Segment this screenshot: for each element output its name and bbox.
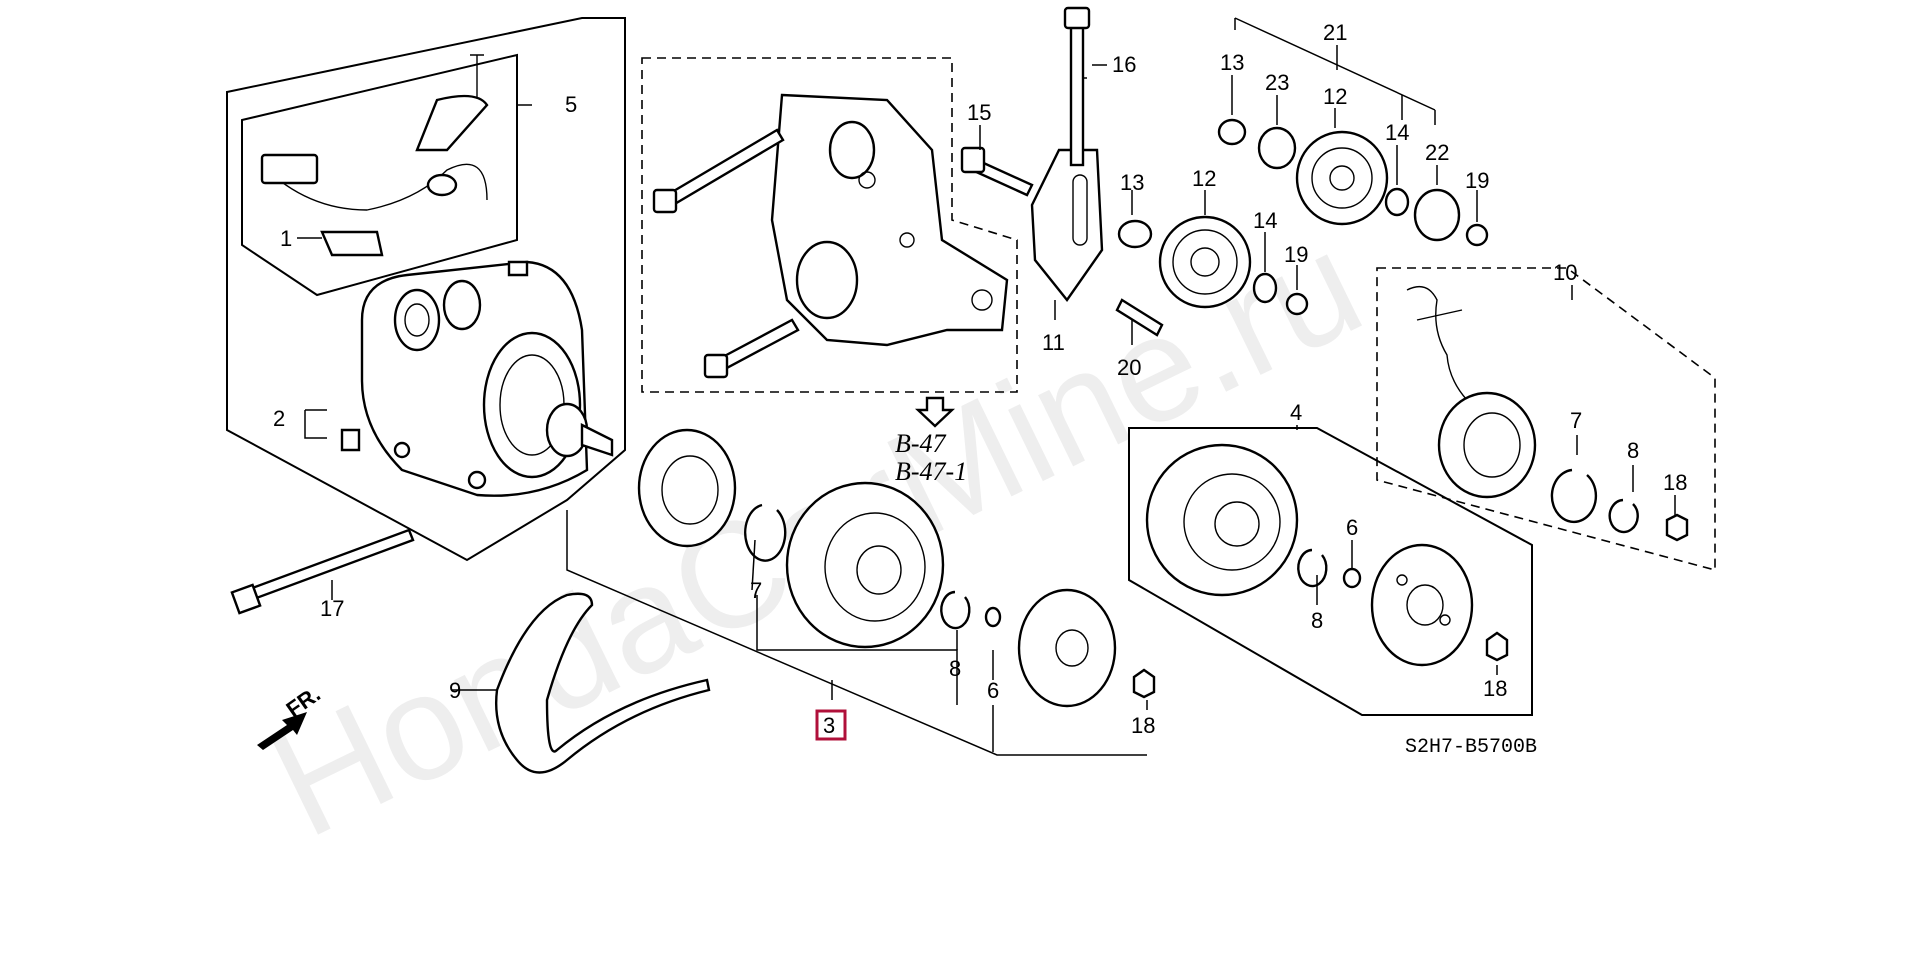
bushing-13-upper [1217,118,1247,146]
callout-6-bottom: 6 [987,678,999,703]
callout-17: 17 [320,596,344,621]
cap-23 [1257,126,1297,170]
field-coil-3 [637,428,737,548]
armature-plate-4 [1370,543,1474,667]
callout-11: 11 [1042,330,1065,355]
callout-1: 1 [280,226,292,251]
field-coil-10 [1406,286,1537,499]
callout-7-bottom: 7 [750,578,762,603]
callout-19-center: 19 [1284,242,1308,267]
callout-8-right: 8 [1627,438,1639,463]
callout-7-right: 7 [1570,408,1582,433]
callout-18-bottom: 18 [1131,713,1155,738]
adjuster-bracket-11 [1030,6,1164,337]
bracket-group-outline [641,57,1018,393]
diagram-code: S2H7-B5700B [1405,736,1537,759]
callout-12-upper: 12 [1323,84,1347,109]
snap-ring-8-right [1608,498,1639,534]
shim-6-bottom [984,606,1002,628]
callout-4: 4 [1290,400,1302,425]
idler-pulley-12-center [1158,215,1252,309]
washer-14-upper [1384,187,1410,217]
callout-14-upper: 14 [1385,120,1409,145]
nut-19-upper [1465,223,1489,247]
wiring-subassembly-outline [241,53,518,297]
callout-18-mid: 18 [1483,676,1507,701]
callout-19-upper: 19 [1465,168,1489,193]
callout-3-highlight-box [815,709,847,741]
callout-22: 22 [1425,140,1449,165]
reference-b47-1[interactable]: B-47-1 [895,457,967,486]
pulley-3 [785,481,945,649]
compressor-body [340,260,614,497]
nut-18-right [1665,513,1689,542]
callout-14-center: 14 [1253,208,1277,233]
reference-arrow-icon [914,396,956,428]
leader-lines [297,45,1676,752]
long-bolt-17 [230,528,415,615]
nut-18-mid [1485,631,1509,662]
reference-b47[interactable]: B-47 [895,429,947,458]
callout-15: 15 [967,100,991,125]
bolt-15 [960,146,1034,197]
washer-14-center [1252,272,1278,304]
nut-13-center [1117,219,1153,249]
pulley-4 [1145,443,1299,597]
field-coil-group-outline [1376,267,1716,572]
nut-18-bottom [1132,668,1156,699]
nut-19-center [1285,292,1309,316]
callout-8-bottom: 8 [949,656,961,681]
drive-belt-9 [495,592,711,774]
callout-8-mid: 8 [1311,608,1323,633]
clutch-assembly-3-bracket [566,510,1147,756]
clutch-set-4-outline [1128,427,1533,716]
callout-13-upper: 13 [1220,50,1244,75]
sensor-harness-group [260,54,489,257]
callout-18-right: 18 [1663,470,1687,495]
snap-ring-8-mid [1297,548,1328,588]
cover-22 [1413,188,1461,242]
callout-20: 20 [1117,355,1141,380]
front-arrow-icon [257,712,307,750]
callout-21: 21 [1323,20,1347,45]
callout-6-mid: 6 [1346,515,1358,540]
armature-plate-3 [1017,588,1117,708]
pulley-kit-21-bracket [1234,17,1436,125]
snap-ring-8-bottom [940,590,971,630]
callout-5: 5 [565,92,577,117]
snap-ring-7-bottom [744,503,787,562]
callout-2: 2 [273,406,285,431]
callout-labels: 1 2 3 4 5 6 6 7 7 8 8 8 9 10 11 12 12 13… [273,20,1687,741]
callout-3[interactable]: 3 [823,713,835,738]
callout-13-center: 13 [1120,170,1144,195]
callout-23: 23 [1265,70,1289,95]
callout-9: 9 [449,678,461,703]
idler-pulley-12-upper [1295,130,1389,226]
callout-10: 10 [1553,260,1577,285]
callout-16: 16 [1112,52,1136,77]
compressor-bracket [652,93,1009,379]
compressor-assembly-outline [226,17,626,562]
snap-ring-7-right [1550,468,1598,524]
callout-12-center: 12 [1192,166,1216,191]
shim-6-mid [1342,567,1362,589]
ac-compressor-parts-diagram: HondaCarMine.ru [226,6,1716,869]
